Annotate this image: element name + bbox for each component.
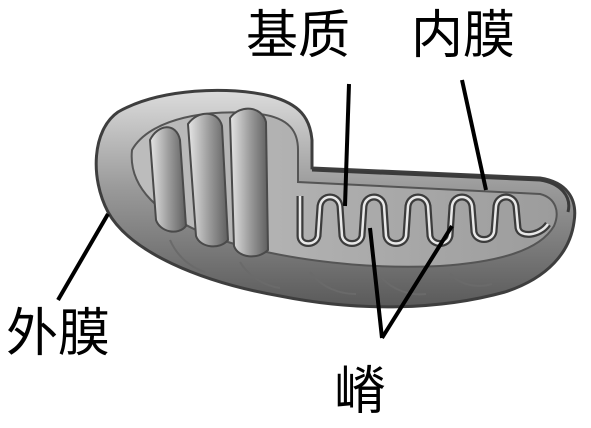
label-inner-membrane: 内膜 [411, 6, 516, 66]
label-cristae: 嵴 [334, 362, 387, 422]
leader-inner-membrane [460, 79, 488, 191]
inner-membrane-wave-highlight [298, 195, 550, 245]
cristae-folds-left [148, 107, 270, 258]
label-outer-membrane: 外膜 [6, 304, 111, 364]
leader-cristae-right [380, 224, 454, 340]
leader-outer-membrane [56, 212, 110, 302]
leader-matrix [343, 83, 351, 207]
underside-ridges [169, 239, 493, 296]
leader-cristae-left [368, 227, 384, 339]
cut-rim [311, 168, 571, 213]
label-matrix: 基质 [246, 6, 351, 66]
